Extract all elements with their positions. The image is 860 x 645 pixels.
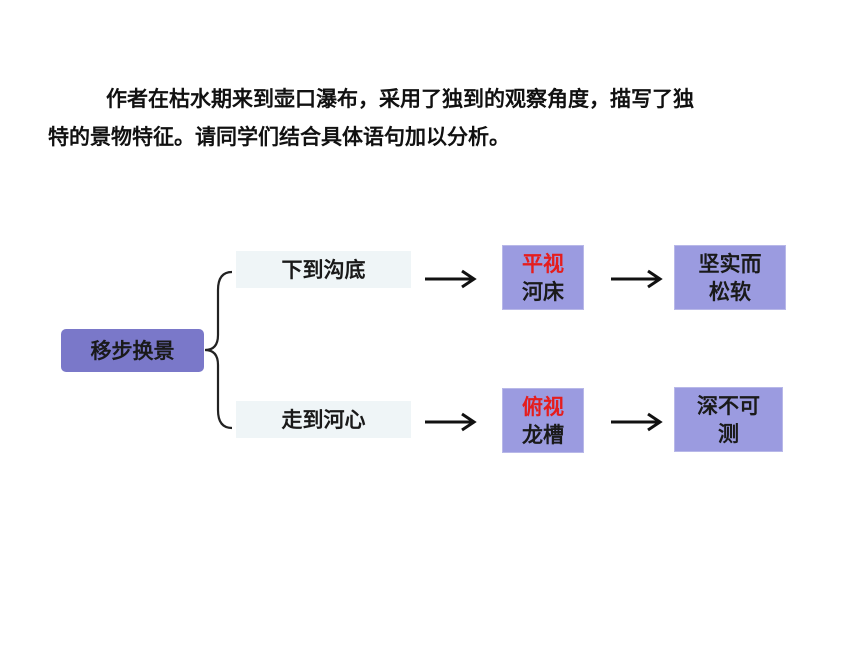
intro-line-2: 特的景物特征。请同学们结合具体语句加以分析。 <box>48 125 510 149</box>
arrow-2b <box>611 412 663 432</box>
view-node-1: 平视 河床 <box>502 245 584 310</box>
brace <box>204 270 233 430</box>
arrow-2a <box>425 412 477 432</box>
result-1-line-1: 坚实而 <box>698 251 762 276</box>
result-2-line-1: 深不可 <box>697 393 760 418</box>
branch-node-1: 下到沟底 <box>236 251 411 288</box>
view-node-2: 俯视 龙槽 <box>502 388 584 453</box>
result-node-1: 坚实而 松软 <box>674 245 786 310</box>
intro-text: 作者在枯水期来到壶口瀑布，采用了独到的观察角度，描写了独 特的景物特征。请同学们… <box>48 80 788 156</box>
arrow-1b <box>611 269 663 289</box>
result-node-2: 深不可 测 <box>674 387 783 452</box>
arrow-1a <box>425 269 477 289</box>
root-node: 移步换景 <box>61 329 204 372</box>
branch-label-2: 走到河心 <box>281 407 366 432</box>
branch-label-1: 下到沟底 <box>281 257 366 282</box>
view-angle-2: 俯视 <box>522 394 564 419</box>
intro-line-1: 作者在枯水期来到壶口瀑布，采用了独到的观察角度，描写了独 <box>106 87 694 111</box>
view-object-2: 龙槽 <box>522 422 564 447</box>
view-angle-1: 平视 <box>522 251 564 276</box>
branch-node-2: 走到河心 <box>236 401 411 438</box>
result-1-line-2: 松软 <box>709 279 751 304</box>
view-object-1: 河床 <box>522 279 564 304</box>
result-2-line-2: 测 <box>718 421 739 446</box>
root-label: 移步换景 <box>90 338 175 363</box>
